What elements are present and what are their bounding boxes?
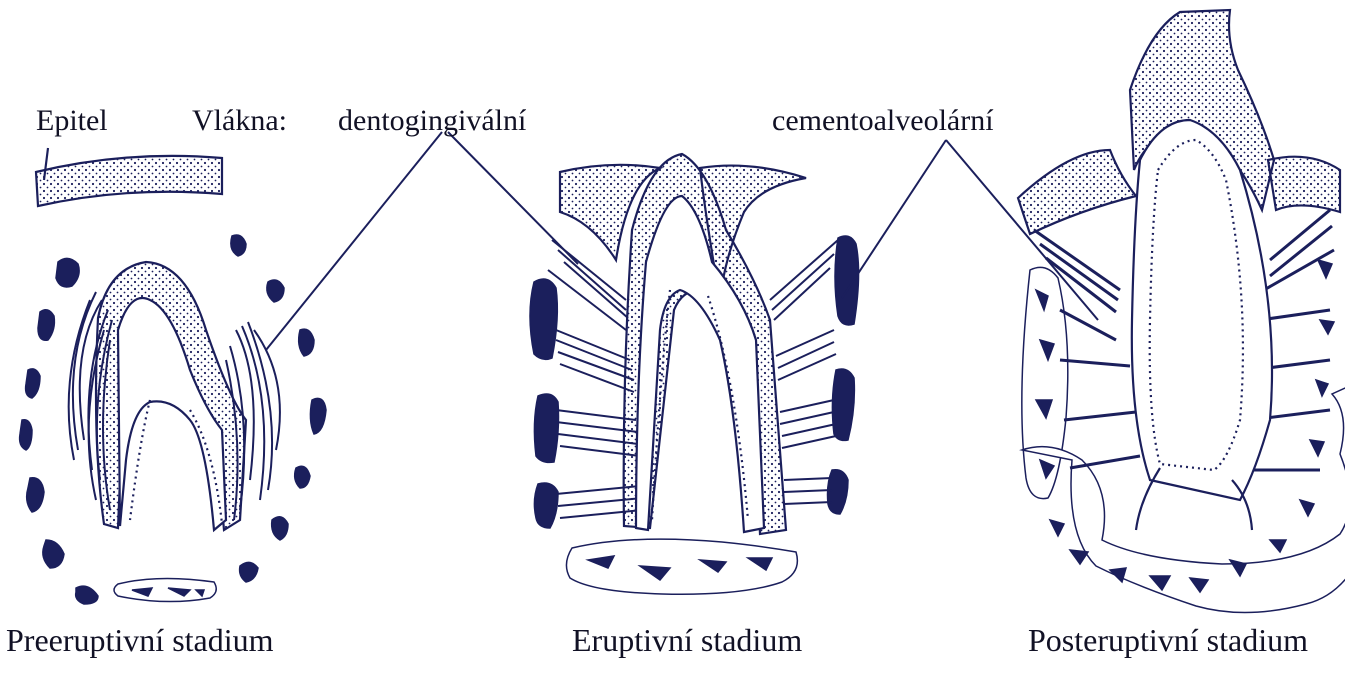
- preeruptive-caption: Preeruptivní stadium: [6, 624, 274, 656]
- cementoalveolar-pointer-left: [842, 140, 946, 298]
- epitel-label: Epitel: [36, 106, 108, 136]
- gingiva-left: [1018, 150, 1136, 234]
- epithelium-strip: [36, 156, 222, 206]
- eruptive-caption: Eruptivní stadium: [572, 624, 802, 656]
- posteruptive-caption: Posteruptivní stadium: [1028, 624, 1308, 656]
- cementoalveolar-label: cementoalveolární: [772, 106, 994, 136]
- eruptive-stage: [530, 154, 859, 594]
- dentogingival-pointer-right: [448, 132, 578, 264]
- dentogingival-pointer-left: [266, 132, 442, 350]
- posteruptive-stage: [1018, 10, 1345, 613]
- fibers-label: Vlákna:: [192, 106, 287, 136]
- dentogingival-label: dentogingivální: [338, 106, 526, 136]
- gingiva-right: [1268, 157, 1340, 212]
- preeruptive-stage: [20, 148, 326, 604]
